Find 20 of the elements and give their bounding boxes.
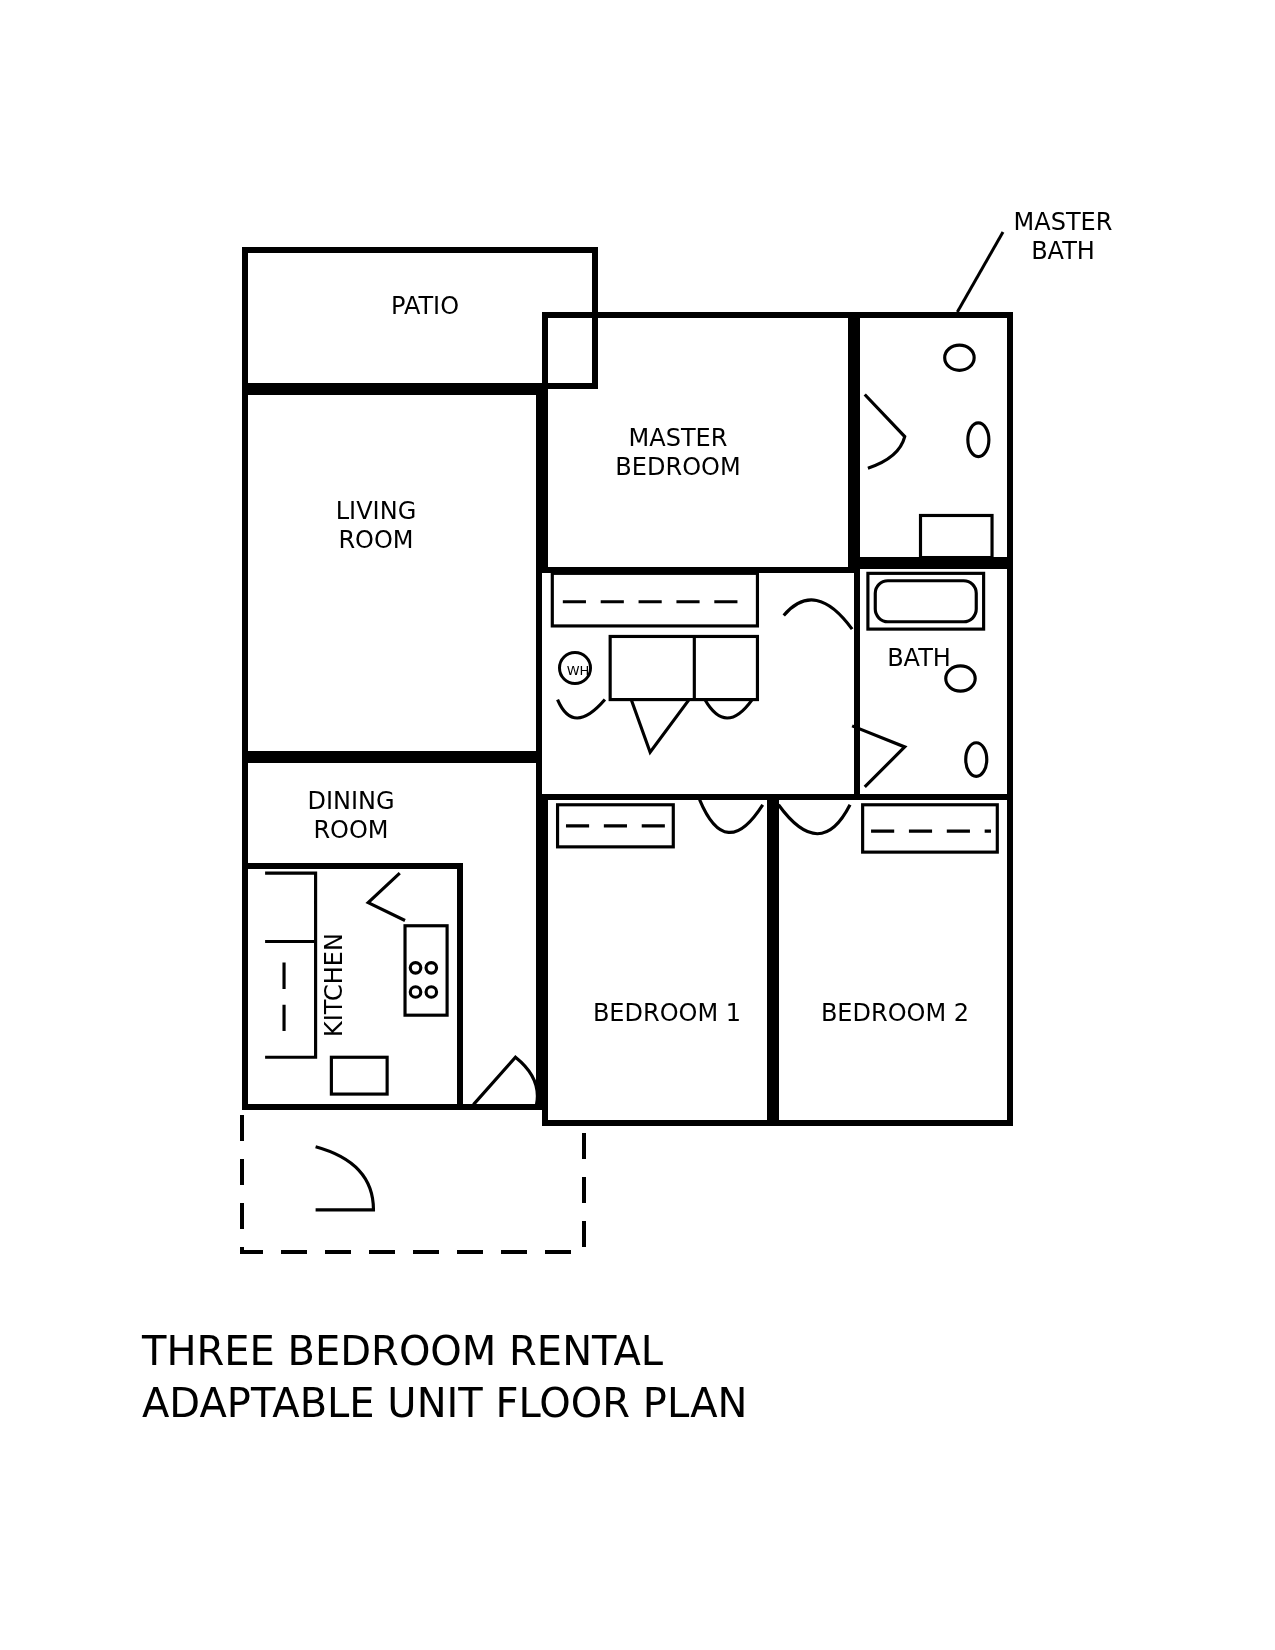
room-label: KITCHEN bbox=[319, 933, 349, 1037]
water-heater-symbol bbox=[558, 651, 592, 685]
callout-label: MASTER BATH bbox=[1003, 208, 1123, 270]
room-outline bbox=[773, 794, 1013, 1126]
room-outline bbox=[242, 247, 598, 389]
leader-line bbox=[956, 231, 1005, 313]
room-label: DINING ROOM bbox=[306, 787, 396, 845]
room-label: BEDROOM 2 bbox=[819, 998, 971, 1028]
room-label: PATIO bbox=[389, 291, 461, 321]
room-outline bbox=[542, 794, 773, 1126]
room-outline bbox=[854, 312, 1013, 563]
room-label: BEDROOM 1 bbox=[591, 998, 743, 1028]
room-label: BATH bbox=[886, 643, 952, 673]
room-label: MASTER BEDROOM bbox=[614, 424, 742, 482]
room-label: WH bbox=[565, 663, 591, 679]
room-label: LIVING ROOM bbox=[334, 497, 418, 555]
room-outline bbox=[542, 312, 854, 573]
caption: THREE BEDROOM RENTAL ADAPTABLE UNIT FLOOR PLAN bbox=[142, 1327, 749, 1428]
room-outline bbox=[242, 757, 542, 1110]
room-outline bbox=[242, 389, 542, 757]
